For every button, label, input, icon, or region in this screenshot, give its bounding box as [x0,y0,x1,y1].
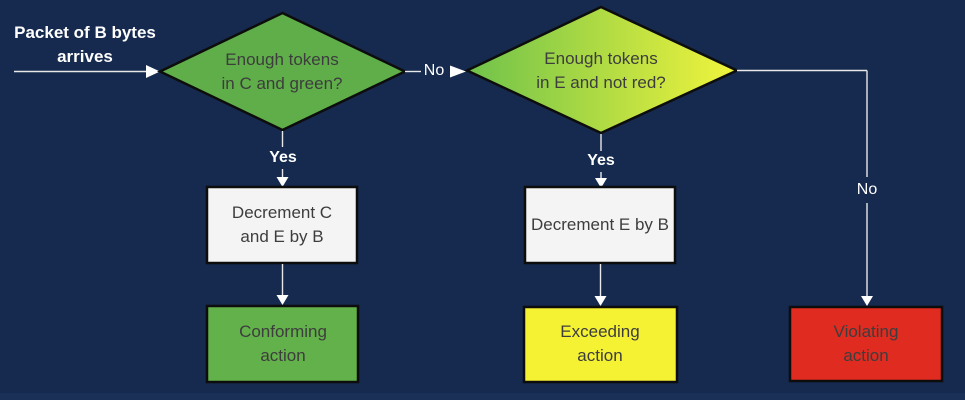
yes1-arrowhead-icon [276,177,289,187]
conforming-arrowhead-icon [276,295,289,305]
exceeding-action-label: Exceeding action [560,322,640,365]
process-1-label: Decrement C and E by B [231,203,333,246]
no2-label: No [856,180,878,198]
process-2-label: Decrement E by B [531,215,669,235]
exceeding-arrowhead-icon [594,296,607,306]
decision-1-label: Enough tokens in C and green? [221,50,343,93]
decision-2-label: Enough tokens in E and not red? [536,49,666,92]
conforming-action-box [205,304,360,384]
exceeding-action-box [522,305,679,384]
process-box-decrement-c-e [205,185,359,265]
yes2-arrowhead-icon [595,178,607,188]
start-label: Packet of B bytes arrives [14,23,156,66]
bottom-edge-strip [0,393,965,400]
conforming-action-label: Conforming action [239,322,327,365]
yes2-label: Yes [587,151,615,169]
yes1-label: Yes [269,148,297,166]
no1-arrowhead-icon [450,65,466,78]
violating-action-box [788,305,944,383]
start-arrowhead-icon [146,65,160,78]
no1-label: No [423,61,445,79]
process-box-decrement-e [523,185,677,265]
violating-action-label: Violating action [833,322,899,365]
no2-arrowhead-icon [861,296,873,306]
